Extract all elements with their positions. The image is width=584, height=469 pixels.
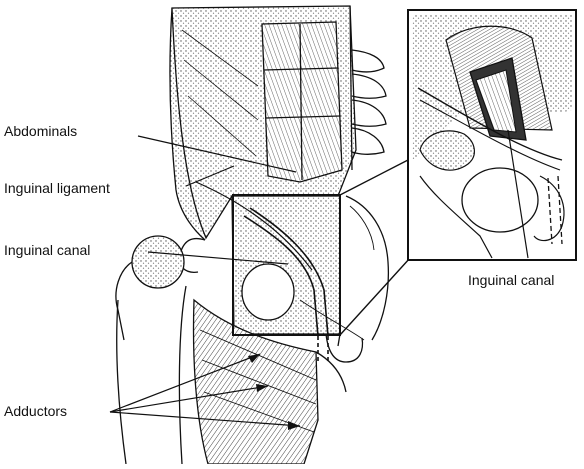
label-inguinal-ligament: Inguinal ligament — [4, 180, 110, 196]
label-adductors: Adductors — [4, 403, 67, 419]
label-inguinal-canal: Inguinal canal — [4, 242, 90, 258]
inset-detail — [408, 10, 576, 260]
label-inset-inguinal-canal: Inguinal canal — [468, 272, 554, 288]
zoom-connector-bottom — [340, 258, 410, 335]
label-abdominals: Abdominals — [4, 123, 77, 139]
